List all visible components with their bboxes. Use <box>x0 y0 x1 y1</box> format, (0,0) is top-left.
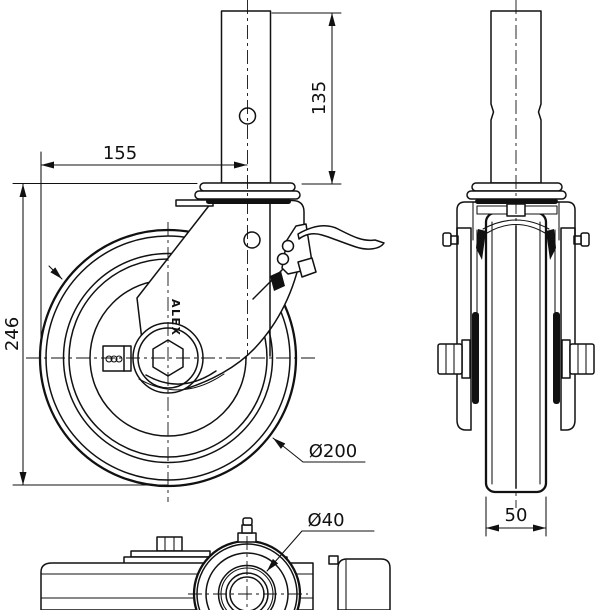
dimension-overall-height: 246 <box>2 182 198 486</box>
stem-side <box>466 10 567 204</box>
fork-bolt-hole <box>243 231 261 249</box>
brake-lever <box>297 225 385 250</box>
side-view <box>437 0 595 508</box>
brake-housing-bottom <box>328 555 391 610</box>
brake-wedge <box>270 271 285 291</box>
dim-label-246: 246 <box>2 317 23 351</box>
bottom-view <box>40 517 391 610</box>
tire-callout-arrow <box>48 265 63 280</box>
dim-label-50: 50 <box>505 505 528 526</box>
brand-logo: ALEX <box>169 299 182 337</box>
axle-bolt <box>102 345 132 372</box>
dimension-hub-diameter: Ø40 <box>266 510 375 572</box>
swivel-head-side <box>456 201 576 245</box>
brake-assembly <box>252 223 385 300</box>
dimension-wheel-diameter: Ø200 <box>272 437 366 463</box>
dim-label-dia200: Ø200 <box>309 441 358 462</box>
dimension-stem-length: 135 <box>271 12 342 185</box>
dim-label-155: 155 <box>103 143 137 164</box>
dimension-wheel-width: 50 <box>485 496 547 537</box>
axle-hex-nut-left <box>437 343 463 375</box>
dim-label-dia40: Ø40 <box>307 510 344 531</box>
fork-side <box>437 227 595 431</box>
front-view: ALEX <box>26 0 385 502</box>
dimensions: 155 135 246 Ø200 <box>2 12 547 572</box>
dim-label-135: 135 <box>309 81 330 115</box>
swivel-fork: ALEX <box>132 199 305 394</box>
axle-hex-nut-right <box>569 343 595 375</box>
brake-pad <box>297 257 317 278</box>
seal-ring <box>206 199 291 204</box>
